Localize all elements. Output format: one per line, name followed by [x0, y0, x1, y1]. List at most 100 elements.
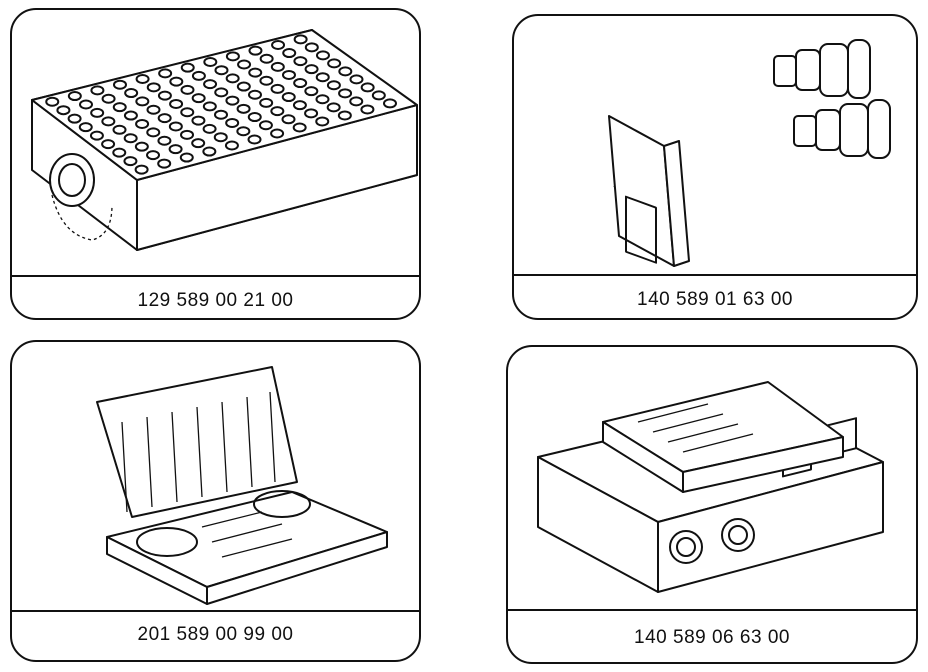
socket — [180, 129, 195, 140]
socket — [135, 118, 150, 129]
socket — [304, 64, 319, 75]
socket — [146, 127, 161, 138]
socket — [360, 82, 375, 93]
socket — [247, 134, 262, 145]
socket — [191, 138, 206, 149]
socket — [224, 140, 239, 151]
socket — [237, 59, 252, 70]
socket — [337, 110, 352, 121]
socket — [271, 39, 286, 50]
socket — [191, 115, 206, 126]
socket — [45, 96, 60, 107]
socket — [90, 107, 105, 118]
socket — [304, 108, 319, 119]
socket — [146, 150, 161, 161]
socket — [349, 74, 364, 85]
socket — [304, 42, 319, 53]
socket — [371, 90, 386, 101]
socket — [191, 70, 206, 81]
socket — [248, 67, 263, 78]
socket — [258, 120, 273, 131]
socket — [225, 95, 240, 106]
socket — [89, 130, 104, 141]
socket — [168, 121, 183, 132]
socket — [315, 72, 330, 83]
socket — [270, 83, 285, 94]
socket — [202, 101, 217, 112]
socket — [236, 81, 251, 92]
socket — [180, 62, 195, 73]
socket — [157, 113, 172, 124]
socket — [382, 98, 397, 109]
socket — [180, 107, 195, 118]
socket — [225, 51, 240, 62]
socket — [247, 89, 262, 100]
socket — [236, 103, 251, 114]
socket — [112, 124, 127, 135]
socket — [203, 57, 218, 68]
socket — [259, 53, 274, 64]
socket — [78, 122, 93, 133]
socket — [67, 113, 82, 124]
socket — [101, 93, 116, 104]
socket — [202, 146, 217, 157]
socket — [270, 128, 285, 139]
socket — [282, 48, 297, 59]
socket — [326, 80, 341, 91]
socket — [123, 156, 138, 167]
socket — [169, 76, 184, 87]
socket — [112, 147, 127, 158]
socket — [281, 114, 296, 125]
socket — [292, 122, 307, 133]
socket — [203, 79, 218, 90]
socket — [248, 45, 263, 56]
socket — [179, 152, 194, 163]
part-number-label: 140 589 06 63 00 — [634, 627, 790, 648]
tool-case-icon — [96, 366, 388, 605]
socket — [270, 106, 285, 117]
socket — [225, 117, 240, 128]
socket — [349, 96, 364, 107]
socket — [225, 73, 240, 84]
socket — [315, 94, 330, 105]
socket — [135, 74, 150, 85]
socket — [293, 78, 308, 89]
tool-card-1: 129 589 00 21 00 — [10, 8, 421, 320]
socket — [180, 84, 195, 95]
socket — [213, 132, 228, 143]
socket — [191, 93, 206, 104]
socket — [304, 86, 319, 97]
socket — [157, 135, 172, 146]
socket — [270, 61, 285, 72]
socket — [360, 104, 375, 115]
socket — [101, 116, 116, 127]
connector-box-icon — [537, 381, 884, 593]
socket — [169, 98, 184, 109]
socket — [202, 123, 217, 134]
socket — [101, 139, 116, 150]
socket — [281, 92, 296, 103]
adapter-cable-icon — [550, 39, 891, 267]
socket — [293, 34, 308, 45]
socket — [236, 126, 251, 137]
socket — [157, 158, 172, 169]
socket — [338, 88, 353, 99]
socket — [123, 110, 138, 121]
socket — [124, 88, 139, 99]
socket — [293, 56, 308, 67]
part-number-label: 129 589 00 21 00 — [137, 290, 294, 311]
socket — [56, 105, 71, 116]
tool-card-3: 201 589 00 99 00 — [10, 340, 421, 662]
socket — [146, 82, 161, 93]
socket — [259, 75, 274, 86]
socket — [157, 90, 172, 101]
socket — [112, 79, 127, 90]
part-number-label: 201 589 00 99 00 — [137, 624, 294, 645]
socket — [79, 99, 94, 110]
socket — [214, 65, 229, 76]
tool-card-4: 140 589 06 63 00 — [506, 345, 918, 664]
socket — [338, 66, 353, 77]
test-adapter-box-icon — [31, 29, 418, 251]
socket — [214, 87, 229, 98]
socket — [168, 144, 183, 155]
